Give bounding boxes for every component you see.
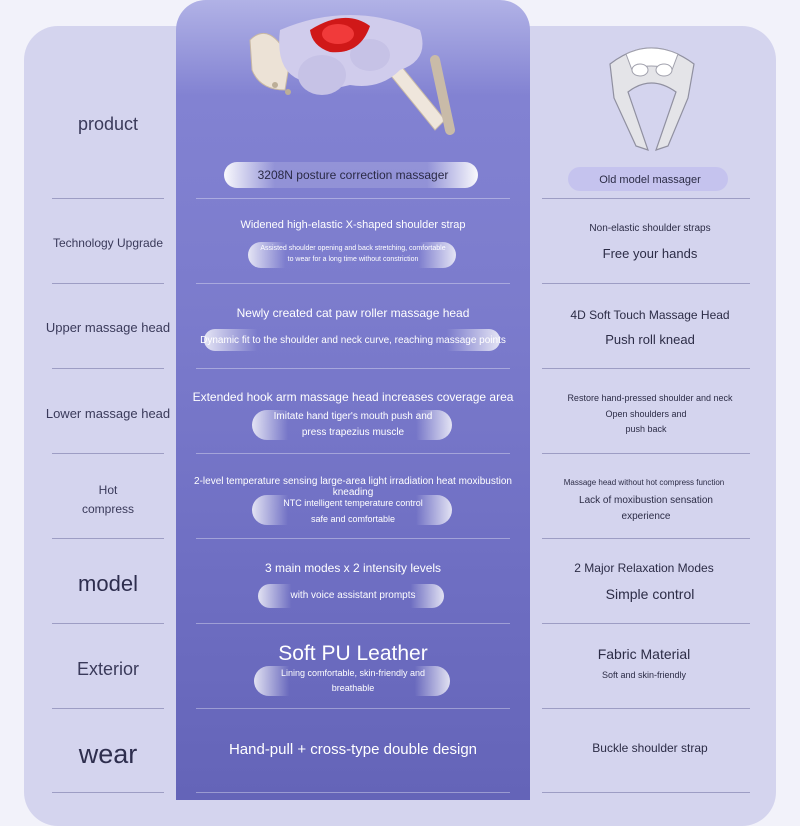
row-label-product: product xyxy=(77,114,139,134)
hot-compress-detail-line-2: safe and comfortable xyxy=(310,514,396,524)
new-product-name-pill xyxy=(224,162,478,188)
divider xyxy=(52,623,164,624)
divider xyxy=(52,708,164,709)
divider xyxy=(542,792,750,793)
divider xyxy=(196,623,510,624)
old-exterior-line-2: Soft and skin-friendly xyxy=(601,670,687,680)
old-product-name-pill xyxy=(568,167,728,191)
strap-detail-pill xyxy=(248,242,456,268)
divider xyxy=(52,453,164,454)
hot-compress-detail-pill xyxy=(252,495,452,525)
exterior-detail-pill xyxy=(254,666,450,696)
old-hot-compress-line-3: experience xyxy=(621,511,671,522)
strap-title: Widened high-elastic X-shaped shoulder s… xyxy=(240,219,466,231)
row-label-lower-massage-head: Lower massage head xyxy=(45,406,171,421)
old-model-line-1: 2 Major Relaxation Modes xyxy=(574,561,714,575)
old-massager-image xyxy=(609,47,695,151)
lower-head-title: Extended hook arm massage head increases… xyxy=(192,390,514,404)
divider xyxy=(196,368,510,369)
lower-head-detail-line-1: Imitate hand tiger's mouth push and xyxy=(273,411,433,422)
old-lower-head-line-1: Restore hand-pressed shoulder and neck xyxy=(567,393,733,403)
divider xyxy=(196,453,510,454)
divider xyxy=(542,708,750,709)
row-label-technology-upgrade: Technology Upgrade xyxy=(52,236,164,250)
divider xyxy=(52,198,164,199)
model-title: 3 main modes x 2 intensity levels xyxy=(264,561,442,575)
divider xyxy=(52,368,164,369)
divider xyxy=(542,453,750,454)
wear-title: Hand-pull + cross-type double design xyxy=(228,741,478,758)
hot-compress-title: 2-level temperature sensing large-area l… xyxy=(194,476,512,498)
strap-detail-line-1: Assisted shoulder opening and back stret… xyxy=(260,245,446,252)
row-label-exterior: Exterior xyxy=(76,659,139,679)
divider xyxy=(196,708,510,709)
divider xyxy=(542,623,750,624)
exterior-title: Soft PU Leather xyxy=(278,642,428,665)
old-upper-head-line-2: Push roll knead xyxy=(605,332,695,347)
upper-head-detail-pill xyxy=(204,329,500,351)
divider xyxy=(542,368,750,369)
hot-compress-detail-line-1: NTC intelligent temperature control xyxy=(283,498,423,508)
old-product-name: Old model massager xyxy=(599,174,701,186)
row-label-upper-massage-head: Upper massage head xyxy=(45,320,171,335)
row-label-model: model xyxy=(78,571,138,596)
lower-head-detail-pill xyxy=(252,410,452,440)
divider xyxy=(196,538,510,539)
divider xyxy=(542,198,750,199)
divider xyxy=(196,792,510,793)
posture-massager-image xyxy=(249,15,455,135)
old-strap-line-2: Free your hands xyxy=(602,246,698,261)
old-lower-head-line-3: push back xyxy=(625,424,667,434)
upper-head-detail: Dynamic fit to the shoulder and neck cur… xyxy=(200,335,506,346)
divider xyxy=(52,538,164,539)
row-label-hot-compress-1: Hot xyxy=(98,483,118,497)
old-strap-line-1: Non-elastic shoulder straps xyxy=(589,223,711,234)
old-model-line-2: Simple control xyxy=(605,586,695,602)
old-lower-head-line-2: Open shoulders and xyxy=(605,409,687,419)
old-exterior-line-1: Fabric Material xyxy=(597,646,691,662)
strap-detail-line-2: to wear for a long time without constric… xyxy=(287,256,419,263)
divider xyxy=(196,198,510,199)
upper-head-title: Newly created cat paw roller massage hea… xyxy=(236,306,470,320)
exterior-detail-line-1: Lining comfortable, skin-friendly and xyxy=(280,668,426,678)
model-detail: with voice assistant prompts xyxy=(290,590,416,601)
lower-head-detail-line-2: press trapezius muscle xyxy=(301,427,405,438)
divider xyxy=(542,538,750,539)
divider xyxy=(52,283,164,284)
old-wear-line-1: Buckle shoulder strap xyxy=(592,741,708,755)
old-hot-compress-line-2: Lack of moxibustion sensation xyxy=(579,495,713,506)
old-hot-compress-line-1: Massage head without hot compress functi… xyxy=(563,478,725,487)
exterior-detail-line-2: breathable xyxy=(331,683,375,693)
new-product-name: 3208N posture correction massager xyxy=(257,168,449,182)
row-label-hot-compress-2: compress xyxy=(81,502,134,516)
divider xyxy=(52,792,164,793)
divider xyxy=(196,283,510,284)
divider xyxy=(542,283,750,284)
row-label-wear: wear xyxy=(78,739,138,769)
old-upper-head-line-1: 4D Soft Touch Massage Head xyxy=(570,308,730,322)
model-detail-pill xyxy=(258,584,444,608)
